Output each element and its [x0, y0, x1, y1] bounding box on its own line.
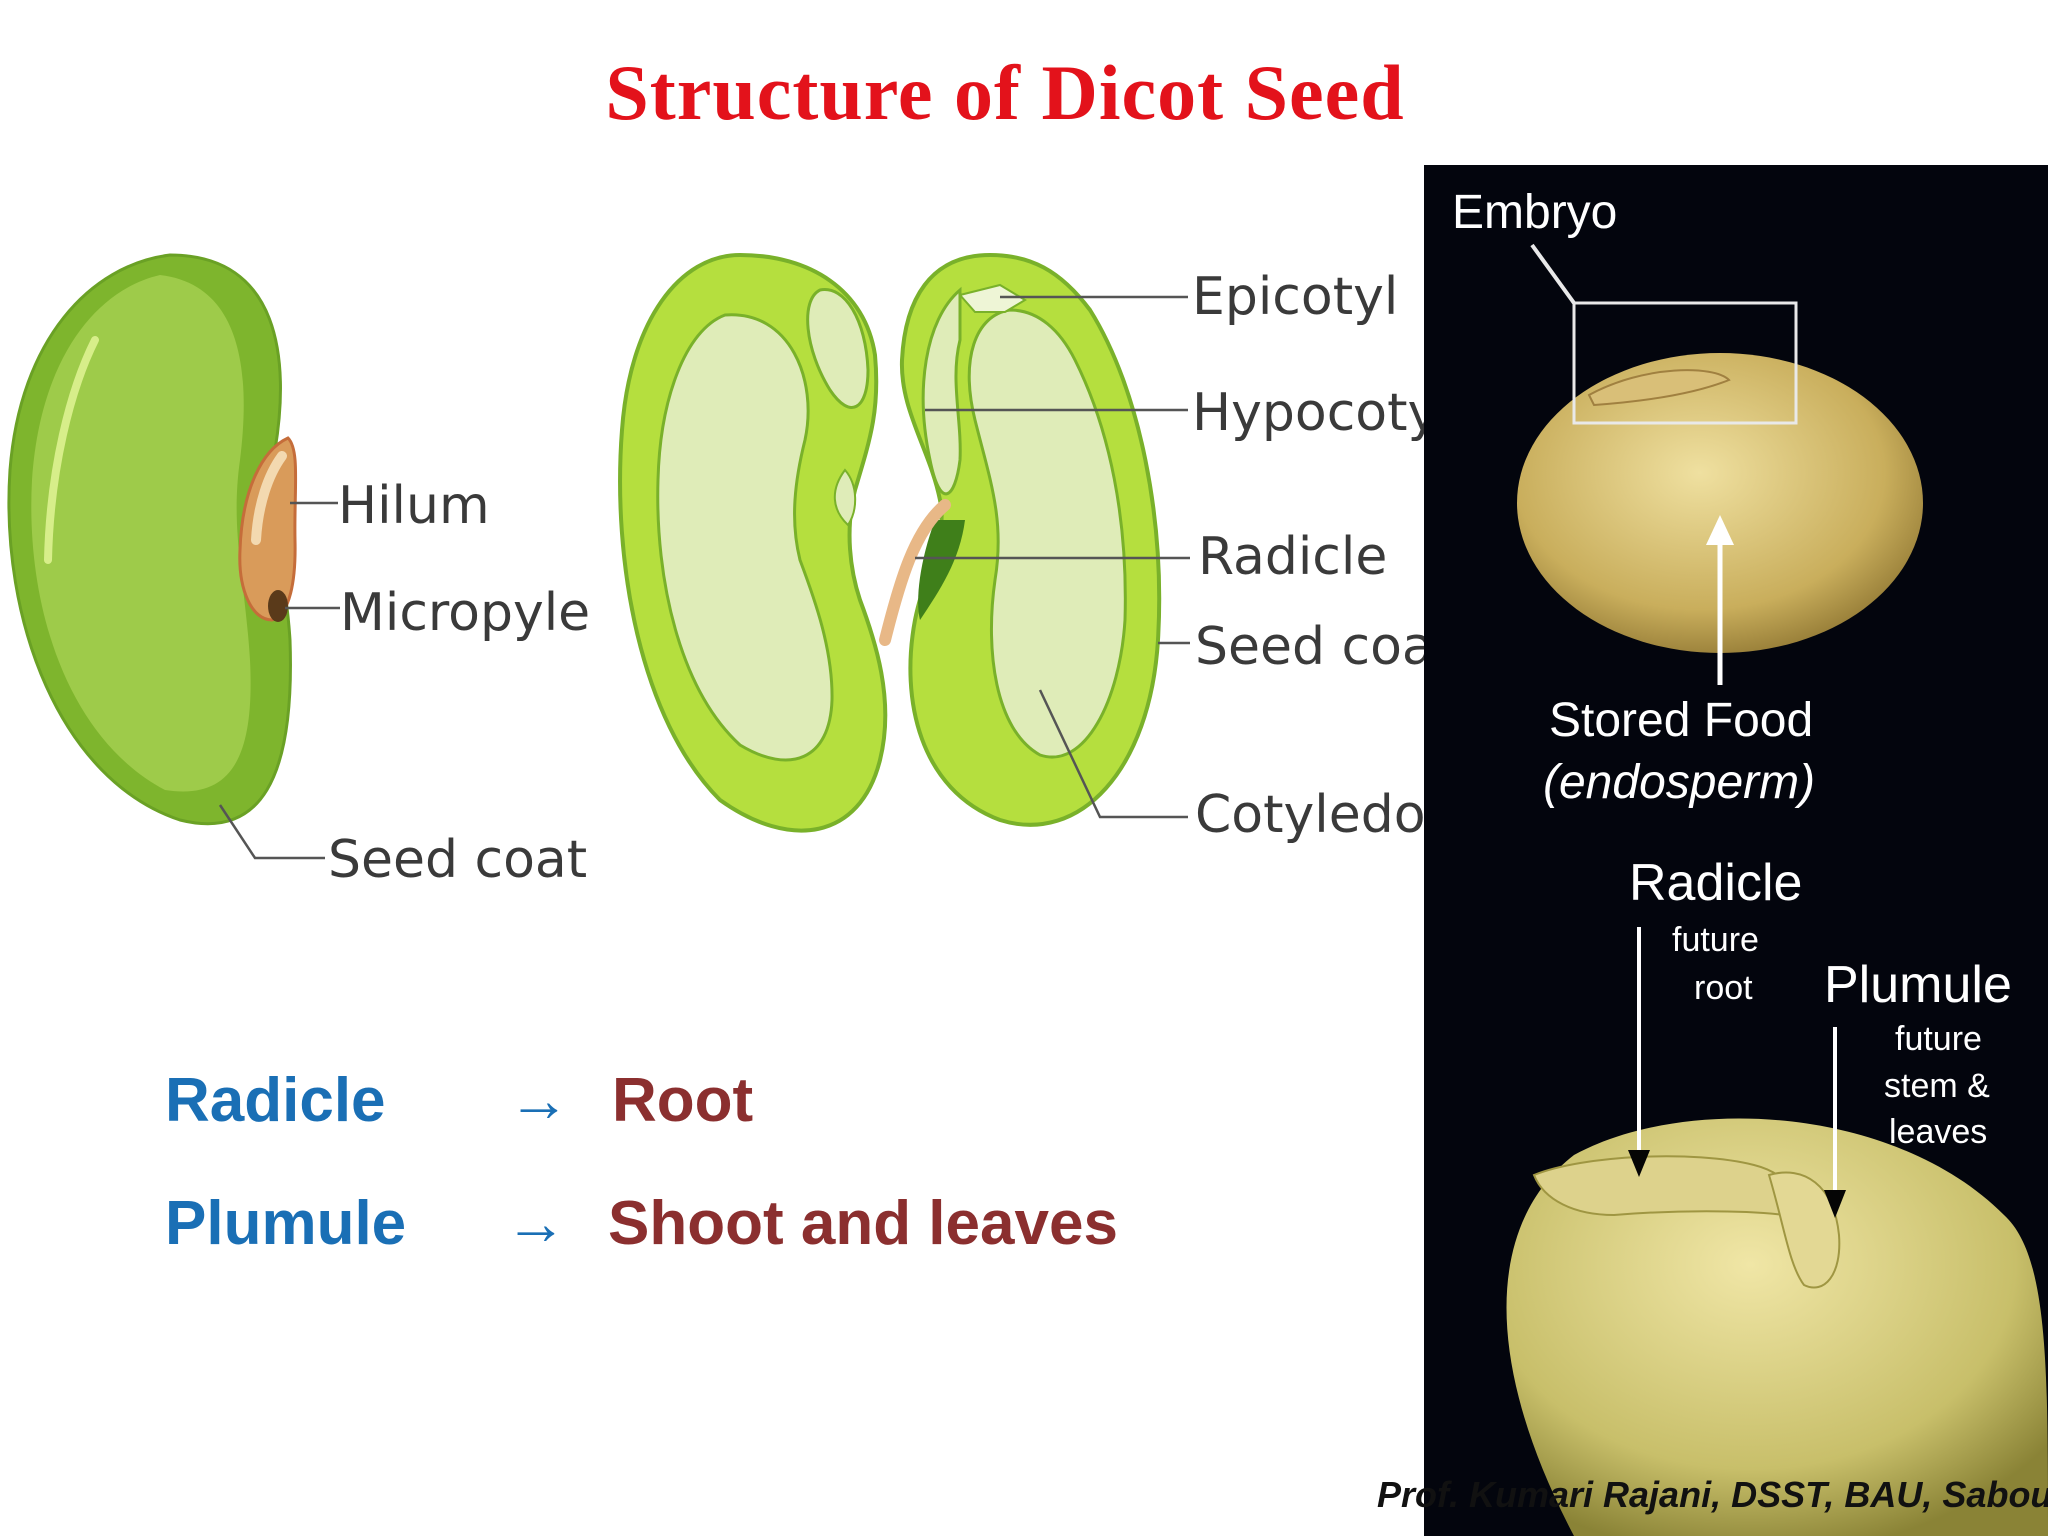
endosperm-label: (endosperm)	[1543, 756, 1816, 809]
hilum-shape	[238, 436, 298, 622]
seed-photo	[1506, 243, 2048, 1536]
seed-coat-label-right: Seed coat	[1195, 617, 1424, 677]
cotyledon-label: Cotyledon	[1195, 785, 1424, 845]
split-seed-right-half	[879, 252, 1162, 827]
whole-seed-highlight	[31, 275, 251, 792]
whole-seed-shine	[44, 336, 99, 564]
plumule-note-2: stem &	[1884, 1067, 1990, 1105]
plumule-term: Plumule	[165, 1189, 407, 1258]
seed-diagrams: Hilum Micropyle Seed coat Epicotyl Hypoc…	[7, 252, 1424, 890]
epicotyl-label: Epicotyl	[1192, 267, 1398, 327]
micropyle-label: Micropyle	[340, 583, 590, 643]
credit-text: Prof. Kumari Rajani, DSST, BAU, Sabour	[1377, 1474, 2048, 1515]
seed-coat-label-left: Seed coat	[328, 830, 587, 890]
photo-radicle-label: Radicle	[1629, 854, 1803, 912]
split-seed-left-half	[618, 252, 888, 833]
photo-plumule-label: Plumule	[1824, 956, 2012, 1014]
plumule-note-3: leaves	[1889, 1113, 1988, 1151]
arrow-icon: →	[508, 1066, 570, 1135]
radicle-label: Radicle	[1198, 527, 1387, 587]
page-title: Structure of Dicot Seed	[605, 49, 1405, 136]
plumule-result: Shoot and leaves	[608, 1189, 1118, 1258]
whole-seed-illustration	[7, 253, 340, 860]
seed-photo-top	[1517, 353, 1923, 653]
radicle-shape	[879, 499, 951, 646]
arrow-icon: →	[505, 1189, 567, 1258]
radicle-note-2: root	[1694, 969, 1753, 1007]
seed-photo-bottom	[1506, 1118, 2048, 1536]
stored-food-label: Stored Food	[1549, 694, 1814, 747]
hilum-label: Hilum	[338, 476, 490, 536]
radicle-term: Radicle	[165, 1066, 386, 1135]
embryo-box	[1572, 301, 1798, 425]
seed-photo-panel: Embryo Stored Food (endosperm) Radicle f…	[1424, 165, 2048, 1536]
radicle-result: Root	[612, 1066, 754, 1135]
micropyle-shape	[268, 590, 288, 622]
embryo-label: Embryo	[1452, 186, 1618, 239]
hypocotyl-label: Hypocotyl	[1192, 383, 1424, 443]
radicle-note-1: future	[1672, 921, 1759, 959]
plumule-note-1: future	[1895, 1020, 1982, 1058]
